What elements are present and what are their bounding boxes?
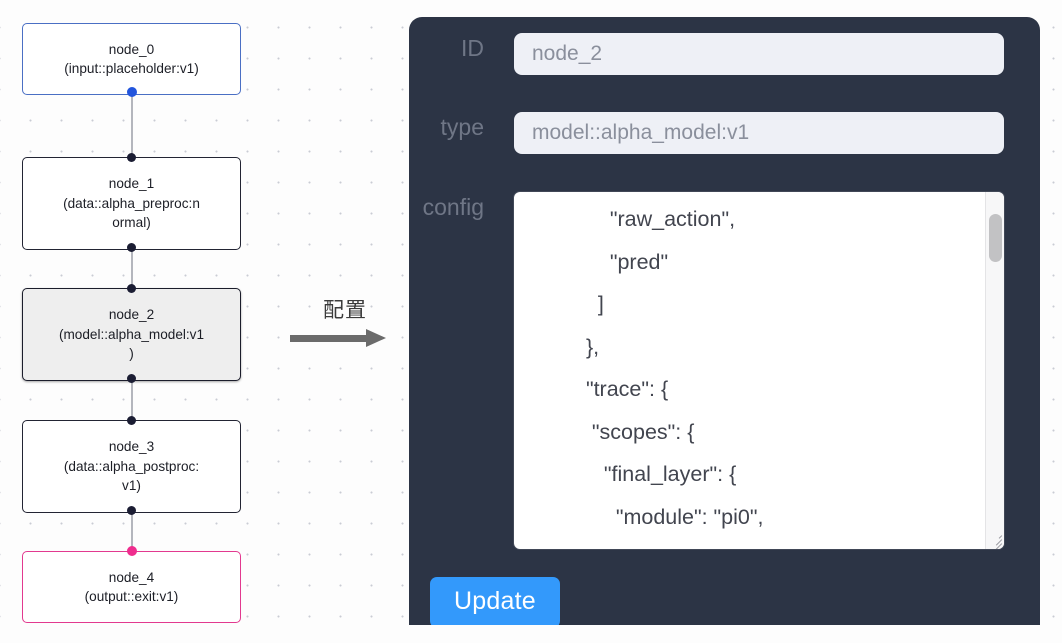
- port-node4-in[interactable]: [126, 546, 137, 556]
- config-scrollbar[interactable]: [985, 192, 1004, 549]
- port-node2-in[interactable]: [127, 284, 136, 293]
- edge-node2-node3: [130, 378, 133, 423]
- graph-node-node_0[interactable]: node_0 (input::placeholder:v1): [22, 23, 241, 95]
- config-scrollbar-thumb[interactable]: [989, 214, 1002, 262]
- config-textarea[interactable]: "raw_action", "pred" ] }, "trace": { "sc…: [514, 192, 1004, 549]
- graph-node-node_1[interactable]: node_1 (data::alpha_preproc:n ormal): [22, 157, 241, 250]
- graph-node-node_4[interactable]: node_4 (output::exit:v1): [22, 551, 241, 623]
- node-label: node_0 (input::placeholder:v1): [64, 41, 199, 77]
- port-node2-out[interactable]: [127, 374, 136, 383]
- edge-node0-node1: [130, 92, 133, 160]
- port-node3-out[interactable]: [127, 506, 136, 515]
- config-field-label: config: [422, 194, 484, 220]
- update-button[interactable]: Update: [430, 577, 560, 625]
- field-row-id: ID: [409, 33, 1004, 75]
- node-label: node_2 (model::alpha_model:v1 ): [58, 307, 205, 362]
- graph-node-node_2[interactable]: node_2 (model::alpha_model:v1 ): [22, 288, 241, 381]
- config-textarea-content[interactable]: "raw_action", "pred" ] }, "trace": { "sc…: [585, 207, 806, 549]
- field-row-config: config "raw_action", "pred" ] }, "trace"…: [409, 192, 1004, 549]
- annotation-label: 配置: [323, 298, 367, 322]
- type-field-label: type: [440, 114, 484, 140]
- node-config-panel: ID type config "raw_action", "pred" ] },…: [409, 17, 1040, 625]
- field-row-type: type: [409, 112, 1004, 154]
- annotation-config-arrow: 配置: [290, 298, 400, 347]
- port-node1-out[interactable]: [127, 243, 136, 252]
- edge-node3-node4: [130, 510, 133, 555]
- node-label: node_3 (data::alpha_postproc: v1): [63, 439, 200, 494]
- graph-node-node_3[interactable]: node_3 (data::alpha_postproc: v1): [22, 420, 241, 513]
- port-node1-in[interactable]: [127, 153, 136, 162]
- type-input[interactable]: [514, 112, 1004, 154]
- port-node3-in[interactable]: [127, 416, 136, 425]
- edge-node1-node2: [130, 247, 133, 292]
- arrow-right-icon: [290, 329, 390, 347]
- node-label: node_1 (data::alpha_preproc:n ormal): [63, 176, 200, 231]
- port-node0-out[interactable]: [126, 87, 137, 97]
- id-input[interactable]: [514, 33, 1004, 75]
- resize-grip-icon[interactable]: [988, 533, 1003, 549]
- id-field-label: ID: [461, 35, 484, 61]
- node-label: node_4 (output::exit:v1): [84, 569, 179, 605]
